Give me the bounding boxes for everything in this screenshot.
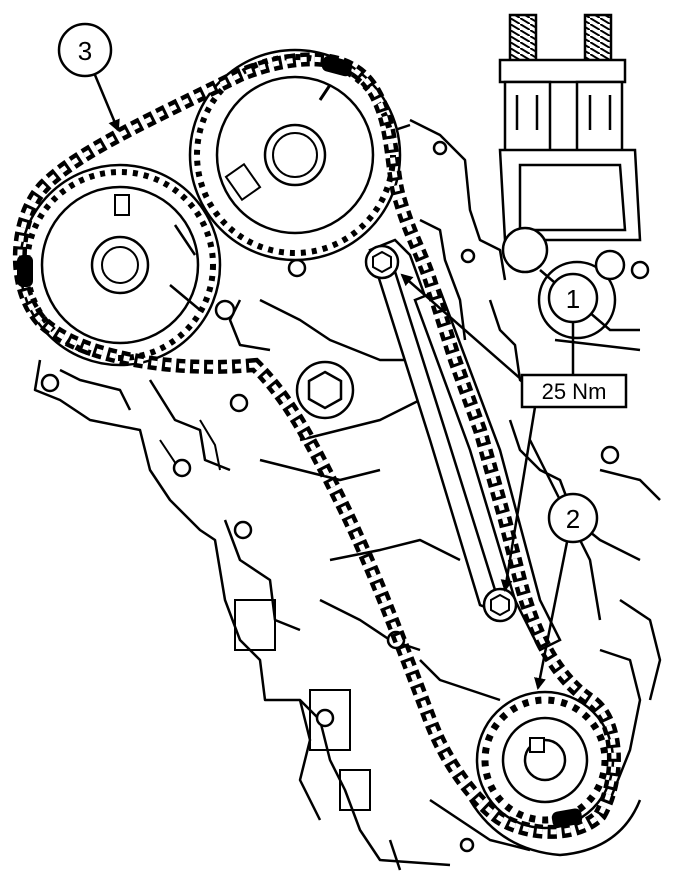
- torque-spec-label: 25 Nm: [542, 379, 607, 404]
- callout-2: 2: [534, 492, 599, 690]
- right-camshaft-sprocket: [188, 48, 402, 262]
- left-camshaft-sprocket: [18, 163, 222, 367]
- callout-1-label: 1: [566, 284, 580, 314]
- timing-mark-links: [17, 55, 583, 828]
- crankshaft-sprocket: [468, 690, 642, 857]
- guide-upper-bolt: [364, 244, 400, 280]
- center-hex-bolt: [295, 360, 355, 420]
- block-ribs: [159, 419, 371, 811]
- callout-3: 3: [57, 22, 120, 132]
- callout-3-label: 3: [78, 36, 92, 66]
- guide-lower-bolt: [482, 587, 518, 623]
- callout-1: 1: [547, 272, 599, 375]
- chain-guide: [368, 238, 522, 617]
- timing-chain: [12, 52, 621, 839]
- callout-2-label: 2: [566, 504, 580, 534]
- torque-spec-box: 25 Nm: [520, 373, 628, 409]
- block-bolt-holes: [40, 140, 620, 853]
- torque-leader-arrows: [400, 273, 537, 592]
